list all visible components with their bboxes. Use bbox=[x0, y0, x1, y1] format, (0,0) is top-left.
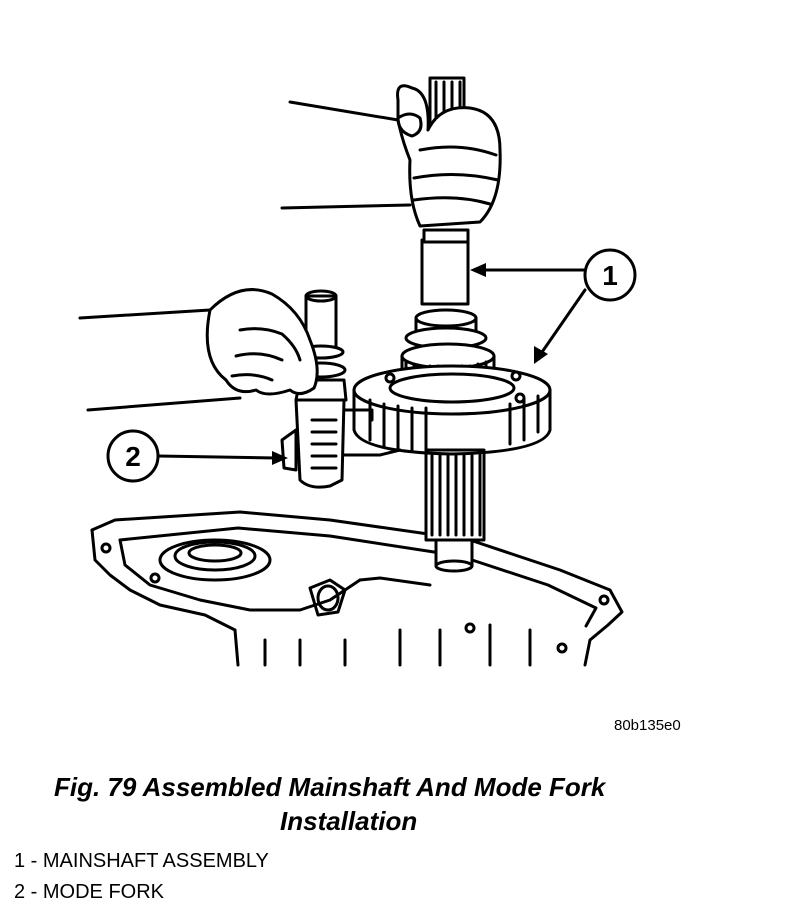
callout-2: 2 bbox=[106, 429, 160, 483]
upper-hand bbox=[280, 84, 502, 244]
planetary-carrier bbox=[352, 364, 552, 456]
left-hand bbox=[78, 288, 319, 412]
arrow-head-1a bbox=[470, 263, 486, 277]
figure-caption-line-1: Fig. 79 Assembled Mainshaft And Mode For… bbox=[54, 772, 606, 802]
mainshaft-installation-illustration: 1 2 bbox=[78, 76, 637, 667]
callout-leaders bbox=[156, 268, 587, 460]
figure-caption-line-2: Installation bbox=[280, 806, 418, 836]
legend: 1 - MAINSHAFT ASSEMBLY 2 - MODE FORK bbox=[14, 846, 269, 908]
image-code: 80b135e0 bbox=[614, 717, 681, 734]
transfer-case-housing bbox=[90, 510, 624, 667]
callout-1: 1 bbox=[583, 248, 637, 302]
arrow-head-1b bbox=[534, 346, 548, 364]
callout-2-number: 2 bbox=[125, 441, 141, 472]
arrow-head-2 bbox=[272, 451, 288, 465]
legend-item-mainshaft: 1 - MAINSHAFT ASSEMBLY bbox=[14, 850, 269, 872]
legend-item-mode-fork: 2 - MODE FORK bbox=[14, 881, 165, 903]
callout-1-number: 1 bbox=[602, 260, 618, 291]
